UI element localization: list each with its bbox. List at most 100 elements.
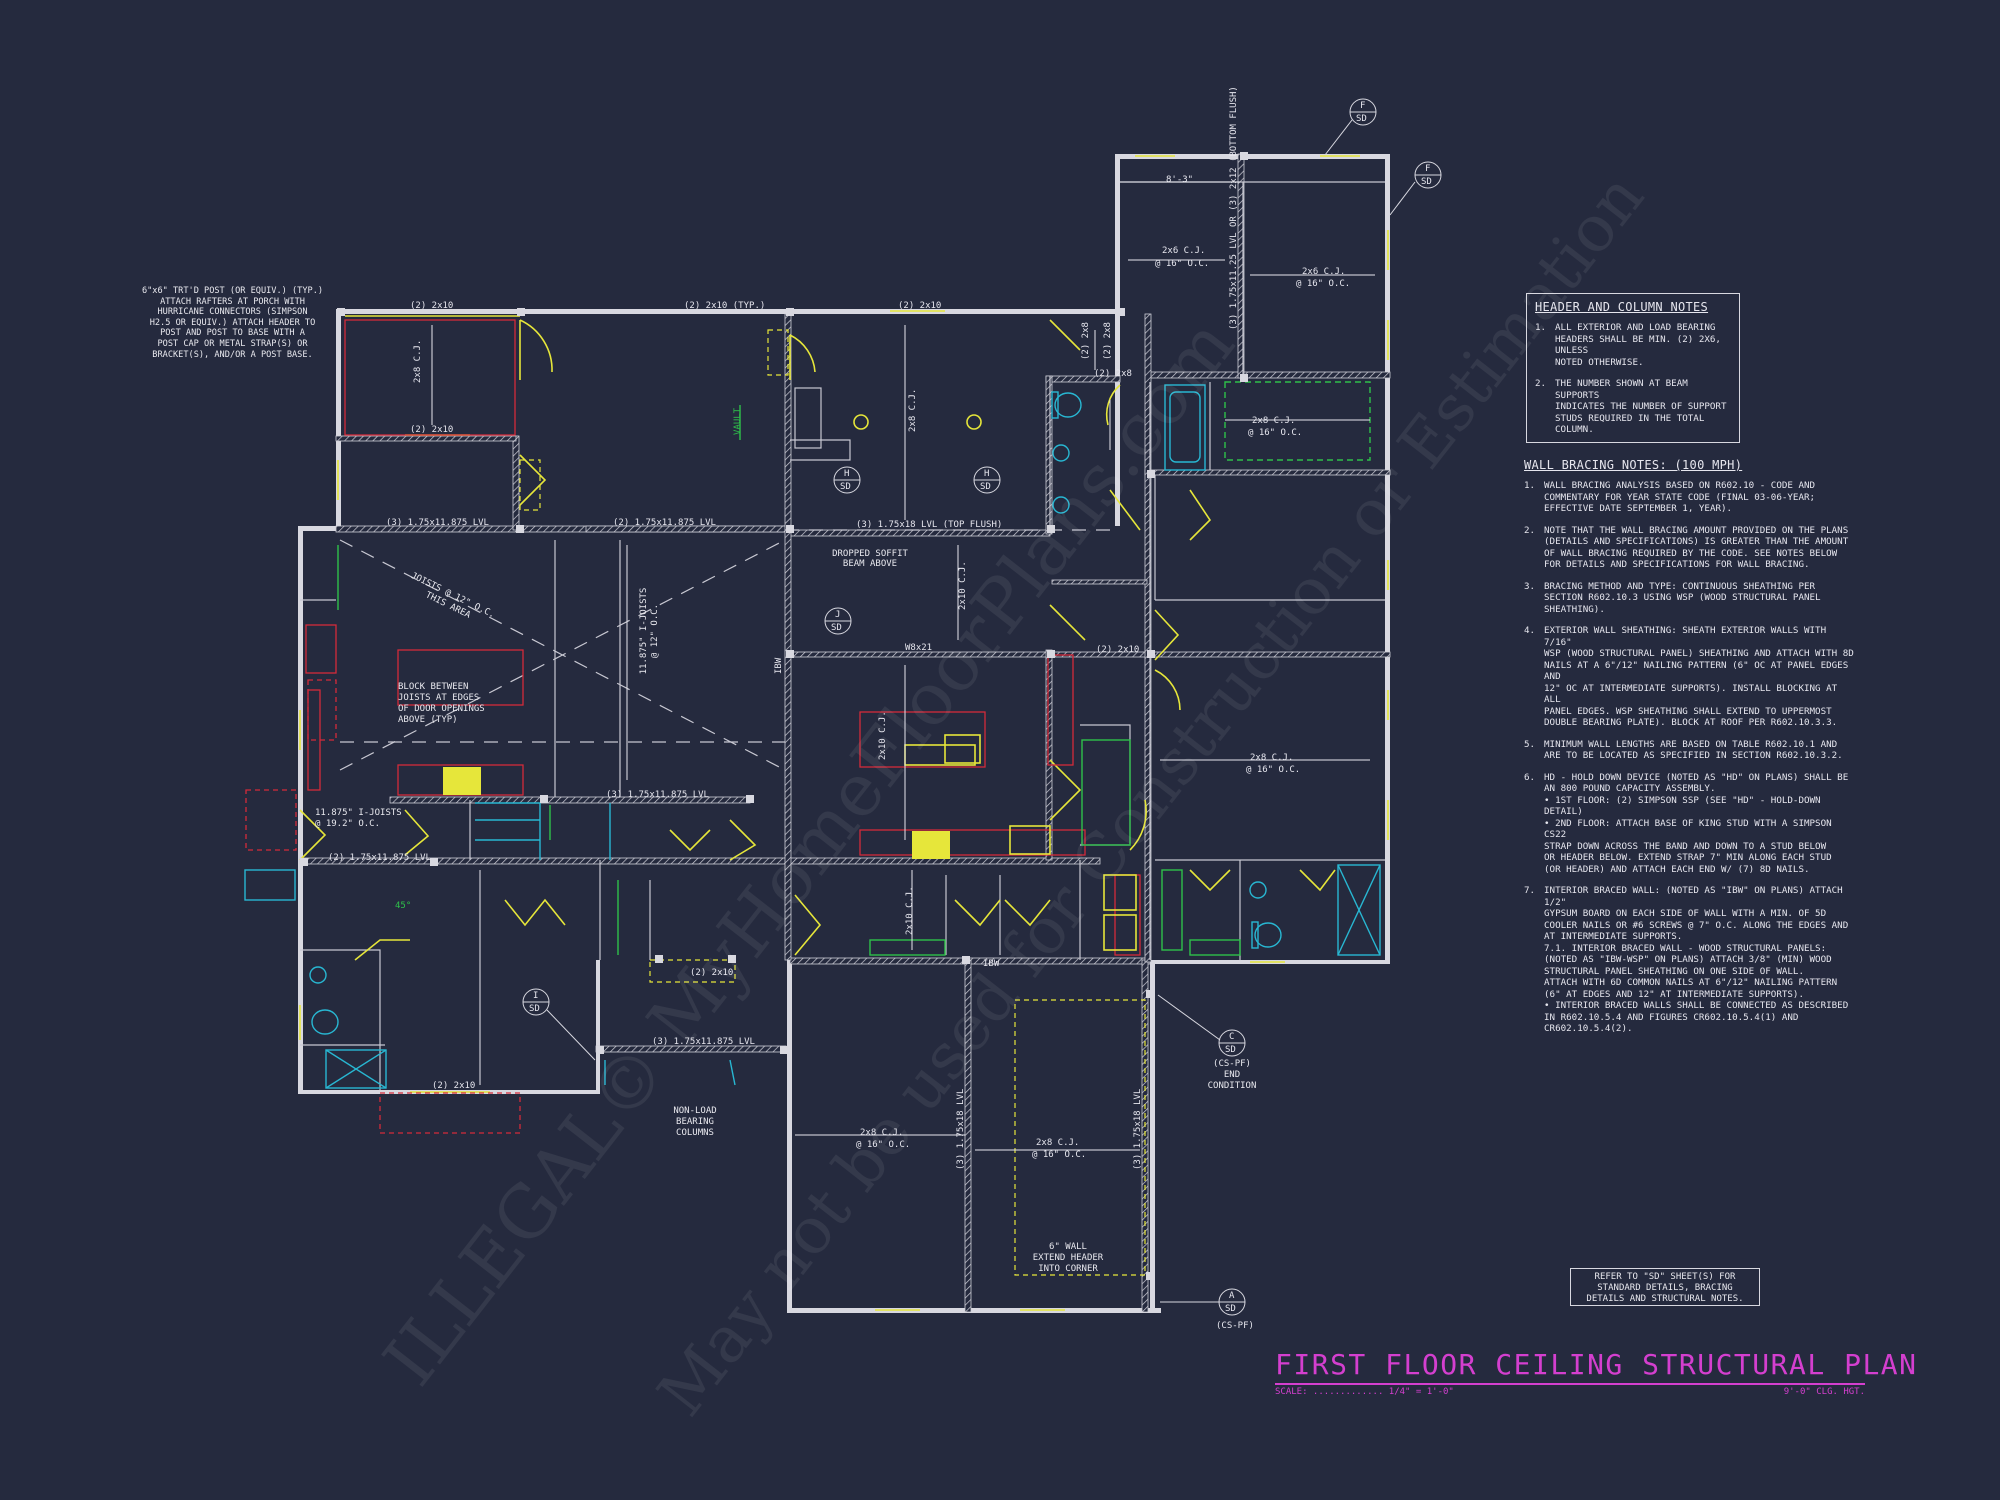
joist-labels: 2x8 C.J. 2x8 C.J. 2x10 C.J. 2x10 C.J. 2x… [413, 246, 1350, 1160]
joist-label-bath-oc: @ 16" O.C. [1248, 428, 1302, 438]
joist-label-dining: 2x10 C.J. [958, 561, 968, 610]
section-markers [522, 98, 1442, 1316]
joist-label-i-19: 11.875" I-JOISTS @ 19.2" O.C. [315, 808, 402, 829]
label-hdr-2x8-b: (2) 2x8 [1081, 322, 1091, 360]
joist-direction-arrows [431, 181, 1375, 1151]
label-lvl-left: (2) 1.75x11.875 LVL [328, 853, 431, 863]
bracing-note-4: 4.EXTERIOR WALL SHEATHING: SHEATH EXTERI… [1524, 625, 1854, 728]
section-mark-a-sheet: SD [1225, 1304, 1236, 1314]
bracing-note-6: 6.HD - HOLD DOWN DEVICE (NOTED AS "HD" O… [1524, 771, 1849, 875]
header-note-1: 1.ALL EXTERIOR AND LOAD BEARING HEADERS … [1535, 322, 1721, 368]
green-elements [337, 381, 1371, 956]
windows [299, 155, 1389, 1311]
label-porch-2x10: (2) 2x10 [410, 425, 453, 435]
beam-labels: (2) 2x10 (2) 2x10 (TYP.) (2) 2x10 (2) 2x… [328, 86, 1239, 1170]
joist-label-bed-a: 2x6 C.J. [1162, 246, 1205, 256]
bracing-note-2: 2.NOTE THAT THE WALL BRACING AMOUNT PROV… [1524, 524, 1849, 571]
section-mark-c: C [1229, 1032, 1234, 1042]
joist-label-kitchen: 2x10 C.J. [878, 711, 888, 760]
label-hdr-2x8-c: (2) 2x8 [1103, 322, 1113, 360]
section-mark-f-2: F [1425, 164, 1430, 174]
label-lvl-vertical-top: (3) 1.75x11.25 LVL OR (3) 2x12 (BOTTOM F… [1229, 86, 1239, 330]
label-lvl-garage-b: (3) 1.75x18 LVL [1133, 1089, 1143, 1170]
interior-walls [300, 181, 1385, 1090]
section-mark-i: I [533, 991, 538, 1001]
label-lvl-a: (3) 1.75x11.875 LVL [386, 518, 489, 528]
label-ibw-a: IBW [774, 657, 784, 674]
section-mark-a: A [1229, 1291, 1235, 1301]
section-mark-f-2-sheet: SD [1421, 177, 1432, 187]
label-lvl-top-flush: (3) 1.75x18 LVL (TOP FLUSH) [856, 520, 1002, 530]
joist-label-porch: 2x8 C.J. [413, 340, 423, 383]
section-mark-j: J [835, 610, 840, 620]
joist-label-bed-a-oc: @ 16" O.C. [1155, 259, 1209, 269]
joist-label-hall: 2x10 C.J. [905, 886, 915, 935]
label-lvl-b: (2) 1.75x11.875 LVL [613, 518, 716, 528]
drawing-title: FIRST FLOOR CEILING STRUCTURAL PLAN [1275, 1348, 1916, 1385]
joist-label-bed-b-oc: @ 16" O.C. [1296, 279, 1350, 289]
plumbing-fixtures [244, 384, 1381, 1089]
label-hdr-2x10-bot: (2) 2x10 [432, 1081, 475, 1091]
angle-label: 45° [395, 901, 411, 911]
bracing-notes-heading: WALL BRACING NOTES: (100 MPH) [1524, 458, 1743, 472]
bracing-note-3: 3.BRACING METHOD AND TYPE: CONTINUOUS SH… [1524, 580, 1821, 615]
column-markers [300, 152, 1248, 1280]
section-mark-f-1: F [1360, 101, 1365, 111]
bracing-note-7: 7.INTERIOR BRACED WALL: (NOTED AS "IBW" … [1524, 885, 1849, 1034]
joist-label-garage-b: 2x8 C.J. [1036, 1138, 1079, 1148]
label-hdr-2x8-a: (2) 2x8 [1094, 369, 1132, 379]
joist-label-i-12: 11.875" I-JOISTS @ 12" O.C. [639, 587, 660, 675]
section-marker-labels: F SD F SD H SD H SD J SD I SD C SD A SD … [529, 101, 1432, 1331]
ceiling-fixtures [794, 387, 982, 449]
joist-diagonals [339, 529, 1120, 771]
label-hdr-2x10-low: (2) 2x10 [690, 968, 733, 978]
callout-dropped-soffit: DROPPED SOFFIT BEAM ABOVE [832, 549, 908, 569]
section-mark-f-1-sheet: SD [1356, 114, 1367, 124]
label-w8x21: W8x21 [905, 643, 932, 653]
label-hdr-2x10-r: (2) 2x10 [1096, 645, 1139, 655]
wall-bracing-notes: WALL BRACING NOTES: (100 MPH) 1.WALL BRA… [1524, 458, 1854, 1045]
red-elements [245, 319, 1141, 1134]
callouts: VAULT 45° [395, 407, 743, 911]
exterior-walls [298, 154, 1390, 1313]
joist-label-bed-b: 2x6 C.J. [1302, 267, 1345, 277]
label-top-2x10-a: (2) 2x10 [410, 301, 453, 311]
callout-non-load: NON-LOAD BEARING COLUMNS [673, 1106, 717, 1138]
joist-label-bath: 2x8 C.J. [1252, 416, 1295, 426]
joist-label-bed-c: 2x8 C.J. [1250, 753, 1293, 763]
ceiling-height: 9'-0" CLG. HGT. [1783, 1387, 1865, 1397]
label-lvl-stair: (3) 1.75x11.875 LVL [606, 790, 709, 800]
cs-pf-label: (CS-PF) [1216, 1321, 1254, 1331]
section-mark-i-sheet: SD [529, 1004, 540, 1014]
joist-label-garage-a: 2x8 C.J. [860, 1128, 903, 1138]
header-note-2: 2.THE NUMBER SHOWN AT BEAM SUPPORTS INDI… [1535, 378, 1727, 435]
section-mark-j-sheet: SD [831, 623, 842, 633]
section-mark-h-1-sheet: SD [840, 482, 851, 492]
joist-label-vault: 2x8 C.J. [908, 389, 918, 432]
header-notes-list: 1.ALL EXTERIOR AND LOAD BEARING HEADERS … [1535, 322, 1731, 436]
section-mark-h-1: H [844, 469, 849, 479]
bracing-notes-list: 1.WALL BRACING ANALYSIS BASED ON R602.10… [1524, 480, 1854, 1035]
joist-label-garage-a-oc: @ 16" O.C. [856, 1140, 910, 1150]
callout-wall-6: 6" WALL EXTEND HEADER INTO CORNER [1032, 1242, 1104, 1274]
bracing-note-1: 1.WALL BRACING ANALYSIS BASED ON R602.10… [1524, 480, 1816, 514]
scale-row: SCALE: ............. 1/4" = 1'-0" 9'-0" … [1275, 1387, 1865, 1397]
refer-text: REFER TO "SD" SHEET(S) FOR STANDARD DETA… [1586, 1272, 1744, 1304]
refer-to-sd-note: REFER TO "SD" SHEET(S) FOR STANDARD DETA… [1570, 1268, 1760, 1306]
header-notes-heading: HEADER AND COLUMN NOTES [1535, 300, 1709, 314]
beams [299, 153, 1391, 1313]
drawing-title-block: FIRST FLOOR CEILING STRUCTURAL PLAN SCAL… [1275, 1348, 1916, 1397]
label-lvl-garage-a: (3) 1.75x18 LVL [956, 1089, 966, 1170]
label-ibw-b: IBW [983, 959, 1000, 969]
joist-label-bed-c-oc: @ 16" O.C. [1246, 765, 1300, 775]
label-dim-top: 8'-3" [1166, 175, 1193, 185]
callout-block-between: BLOCK BETWEEN JOISTS AT EDGES OF DOOR OP… [398, 682, 485, 725]
header-column-notes: HEADER AND COLUMN NOTES 1.ALL EXTERIOR A… [1526, 293, 1740, 443]
joist-label-garage-b-oc: @ 16" O.C. [1032, 1150, 1086, 1160]
label-lvl-bottom: (3) 1.75x11.875 LVL [652, 1037, 755, 1047]
bracing-note-5: 5.MINIMUM WALL LENGTHS ARE BASED ON TABL… [1524, 738, 1843, 762]
section-mark-h-2-sheet: SD [980, 482, 991, 492]
callout-porch-post: 6"x6" TRT'D POST (OR EQUIV.) (TYP.) ATTA… [141, 286, 324, 360]
label-top-2x10-b: (2) 2x10 [898, 301, 941, 311]
